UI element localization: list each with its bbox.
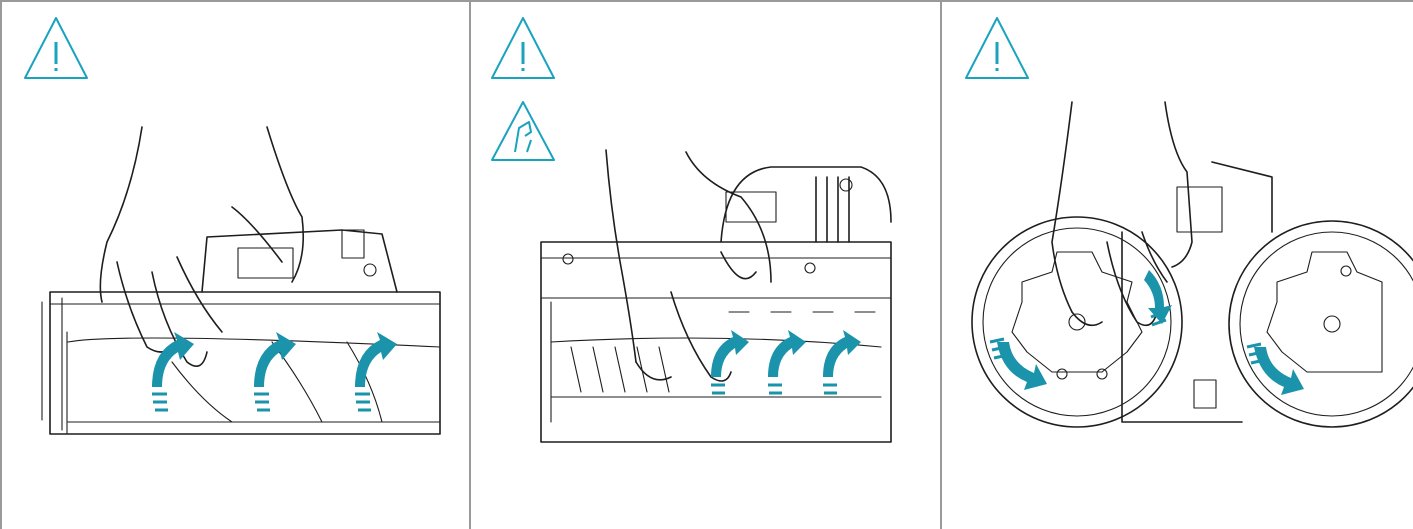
hand-illustration	[1052, 102, 1192, 325]
rotation-arrow-icon	[152, 332, 194, 410]
warning-icon	[25, 18, 87, 78]
brushroll-illustration	[541, 167, 891, 442]
panel-step-2	[471, 0, 942, 529]
rotation-arrow-icon	[823, 330, 861, 393]
warning-icon	[492, 18, 554, 78]
vacuum-head-illustration	[42, 230, 440, 434]
cut-hazard-icon	[492, 102, 554, 160]
side-brush-illustration	[972, 162, 1413, 427]
rotation-arrow-icon	[711, 330, 749, 393]
panel-step-1	[0, 0, 471, 529]
rotation-arrow-icon	[990, 339, 1047, 390]
warning-icon	[966, 18, 1028, 78]
hand-illustration	[100, 127, 303, 366]
rotation-arrow-icon	[1247, 344, 1304, 395]
panel-step-3	[942, 0, 1413, 529]
rotation-arrow-icon	[254, 332, 296, 410]
hand-illustration	[606, 150, 771, 381]
